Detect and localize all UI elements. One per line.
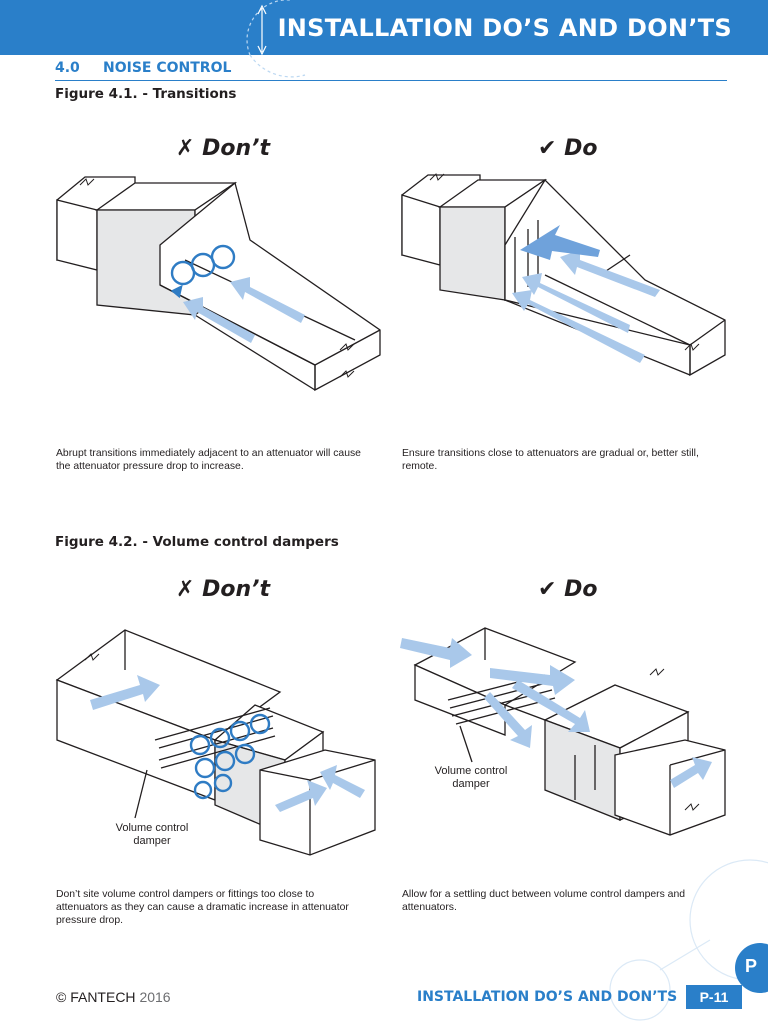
footer-title: INSTALLATION DO’S AND DON’TS <box>417 989 678 1005</box>
section-title: NOISE CONTROL <box>103 60 232 76</box>
figure-4-2-do-label: ✔ Do <box>538 577 598 602</box>
figure-4-2-title: Figure 4.2. - Volume control dampers <box>55 534 339 550</box>
section-heading: 4.0 NOISE CONTROL <box>55 60 727 81</box>
footer-copyright: © FANTECH 2016 <box>56 989 171 1005</box>
figure-4-2-do-callout: Volume control damper <box>434 765 508 790</box>
figure-4-2-do-illustration <box>400 627 726 836</box>
page-header-title: INSTALLATION DO’S AND DON’TS <box>277 14 732 42</box>
figure-4-1-dont-illustration <box>56 176 381 392</box>
figure-4-1-do-caption: Ensure transitions close to attenuators … <box>402 448 699 472</box>
header-decoration <box>246 0 306 78</box>
figure-4-1-do-label: ✔ Do <box>538 136 598 161</box>
copyright-text: © FANTECH <box>56 989 136 1005</box>
section-tab <box>735 943 768 993</box>
section-tab-letter: P <box>745 956 758 976</box>
figure-4-1-dont-label: ✗ Don’t <box>176 136 271 161</box>
page-number: P-11 <box>686 985 742 1009</box>
figure-4-2-dont-caption: Don’t site volume control dampers or fit… <box>56 889 349 926</box>
header-bar <box>0 0 768 55</box>
section-number: 4.0 <box>55 60 80 76</box>
figure-4-1-do-illustration <box>401 173 726 377</box>
copyright-year: 2016 <box>139 989 171 1005</box>
figure-4-2-do-caption: Allow for a settling duct between volume… <box>402 889 686 913</box>
figure-4-1-title: Figure 4.1. - Transitions <box>55 86 237 102</box>
figure-4-2-dont-illustration <box>55 629 376 856</box>
figure-4-2-dont-callout: Volume control damper <box>115 822 189 847</box>
figure-4-1-dont-caption: Abrupt transitions immediately adjacent … <box>56 448 361 472</box>
figure-4-2-dont-label: ✗ Don’t <box>176 577 271 602</box>
